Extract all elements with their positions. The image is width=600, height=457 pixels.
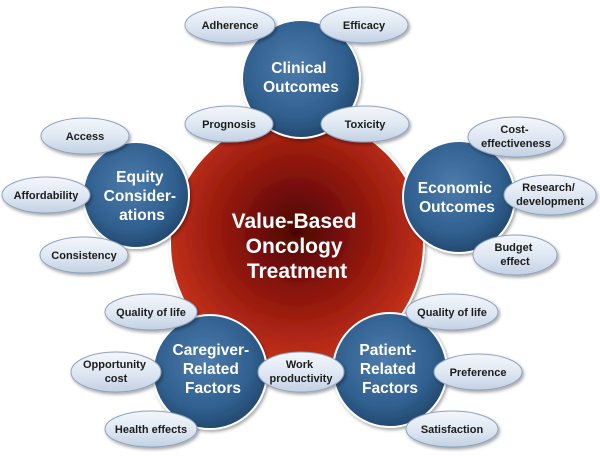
svg-text:Work productivity: Work productivity [270,359,334,385]
hub-caregiver-related-factors: Caregiver- Related Factors [152,314,268,430]
oval-health-effects: Health effects [104,410,198,448]
hub-clinical-outcomes: Clinical Outcomes [241,19,361,139]
center-node: Value-Based Oncology Treatment [169,115,425,371]
svg-text:Preference: Preference [450,367,507,379]
svg-text:Quality of life: Quality of life [417,307,487,319]
center-line-2: Oncology [246,235,343,258]
hub-economic-label: Economic Outcomes [418,180,496,216]
oval-adherence: Adherence [184,6,276,44]
oval-opportunity-cost: Opportunity cost [70,351,162,393]
svg-text:Toxicity: Toxicity [345,119,387,131]
oval-prognosis: Prognosis [184,105,274,143]
svg-text:Access: Access [66,131,105,143]
svg-text:Quality of life: Quality of life [116,307,186,319]
svg-text:Cost- effectiveness: Cost- effectiveness [481,124,551,150]
oval-access: Access [40,117,130,155]
oval-preference: Preference [433,353,523,391]
oval-research-development: Research/ development [503,174,597,216]
svg-text:Prognosis: Prognosis [202,119,256,131]
hub-patient-related-factors: Patient- Related Factors [332,312,448,428]
oval-satisfaction: Satisfaction [405,410,499,448]
svg-text:Opportunity cost: Opportunity cost [83,359,149,385]
svg-text:Satisfaction: Satisfaction [421,424,484,436]
hub-clinical-label: Clinical Outcomes [263,60,339,96]
hub-equity-label: Equity Consider- ations [104,169,181,224]
oval-work-productivity: Work productivity [257,351,345,393]
oval-caregiver-quality-of-life: Quality of life [104,293,198,331]
oval-affordability: Affordability [1,176,91,214]
oval-cost-effectiveness: Cost- effectiveness [467,116,565,158]
oval-toxicity: Toxicity [320,105,410,143]
hub-caregiver-label: Caregiver- Related Factors [173,342,254,397]
svg-text:Adherence: Adherence [202,20,259,32]
oval-budget-effect: Budget effect [472,234,558,276]
oval-patient-quality-of-life: Quality of life [405,293,499,331]
oval-consistency: Consistency [39,236,129,274]
center-line-3: Treatment [247,260,347,283]
center-label: Value-Based Oncology Treatment [232,210,363,283]
hub-equity-considerations: Equity Consider- ations [82,141,190,249]
oval-efficacy: Efficacy [319,6,409,44]
svg-text:Budget effect: Budget effect [495,242,536,268]
center-line-1: Value-Based [232,210,357,233]
hub-patient-label: Patient- Related Factors [359,342,420,397]
svg-text:Affordability: Affordability [14,190,80,202]
svg-text:Research/ development: Research/ development [516,182,584,208]
svg-text:Health effects: Health effects [115,424,187,436]
svg-text:Efficacy: Efficacy [343,20,386,32]
svg-text:Consistency: Consistency [51,250,117,262]
